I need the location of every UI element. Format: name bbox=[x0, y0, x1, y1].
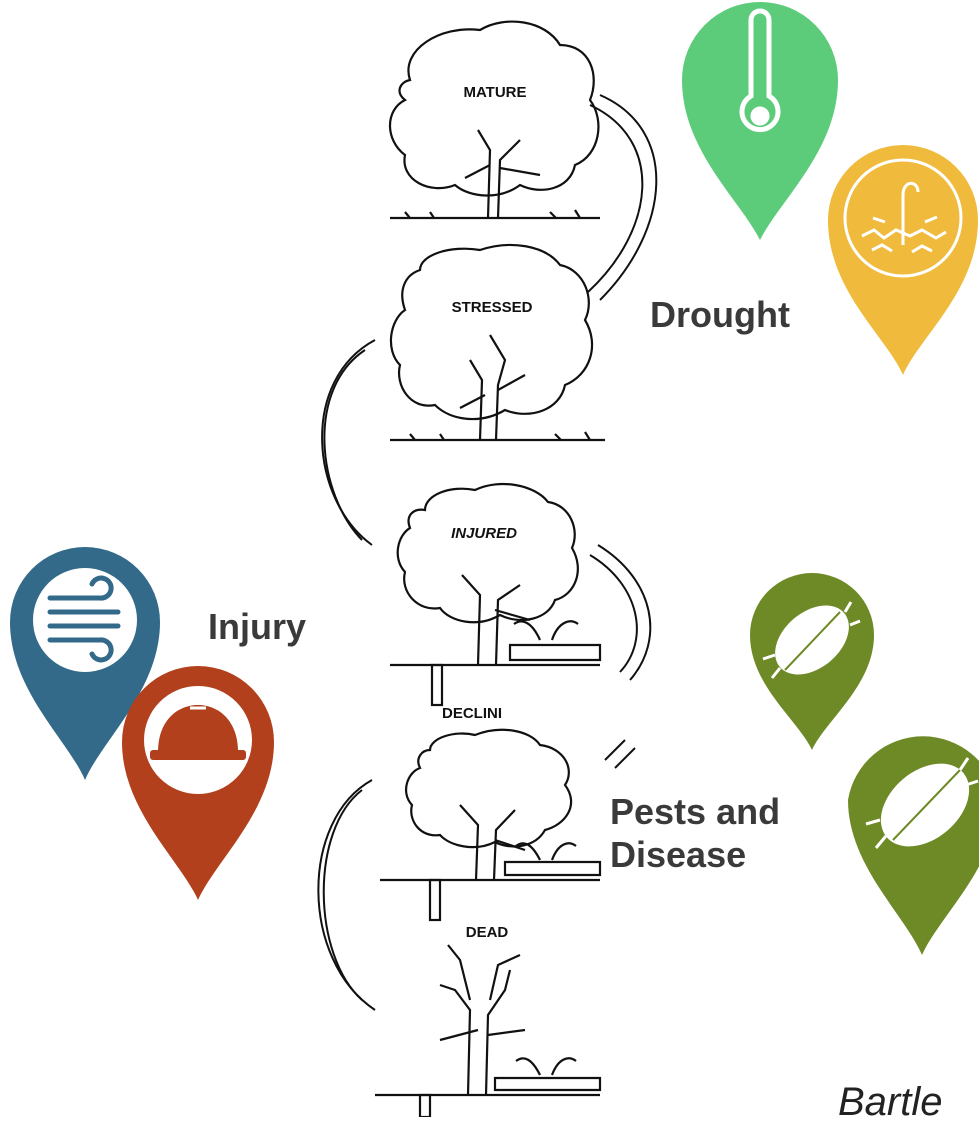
tree-decline-canopy bbox=[404, 728, 573, 849]
stage-label-decline: DECLINI bbox=[442, 705, 502, 722]
tree-dead-sprinkler bbox=[515, 1057, 577, 1076]
tree-stressed-trunk bbox=[459, 334, 526, 441]
tree-injured-ground bbox=[390, 643, 602, 667]
progression-arcs bbox=[317, 94, 658, 1011]
arc-decline-dead bbox=[317, 779, 376, 1011]
stage-label-injured: INJURED bbox=[451, 525, 517, 542]
tree-injured bbox=[390, 482, 602, 707]
tree-stressed-ground bbox=[390, 431, 605, 442]
tree-dead-stake bbox=[418, 1093, 432, 1117]
arc-injured-decline-inner bbox=[589, 554, 638, 673]
hard-hat-icon bbox=[150, 705, 246, 760]
hard-hat-marker bbox=[122, 666, 274, 900]
tree-decline bbox=[380, 728, 602, 922]
arc-decline-right bbox=[604, 739, 636, 769]
footer-text: Bartle bbox=[838, 1080, 943, 1124]
wilting-plant-icon bbox=[861, 181, 947, 254]
wind-marker bbox=[10, 547, 160, 780]
tree-dead-trunk bbox=[439, 944, 526, 1096]
arc-mature-stressed bbox=[599, 94, 658, 301]
arc-stressed-injured-inner bbox=[323, 349, 366, 541]
tree-dead-ground bbox=[375, 1076, 602, 1097]
arc-mature-stressed-inner bbox=[587, 104, 644, 293]
tree-mature-trunk bbox=[464, 129, 541, 219]
tree-stressed-canopy bbox=[389, 243, 594, 421]
drought-label: Drought bbox=[650, 294, 790, 335]
injury-label: Injury bbox=[208, 606, 307, 647]
beetle-icon bbox=[762, 601, 861, 679]
pests-label-line-1: Pests and bbox=[610, 791, 781, 832]
tree-decline-stake bbox=[428, 878, 442, 922]
tree-decline-sprinkler bbox=[515, 842, 577, 861]
stage-label-stressed: STRESSED bbox=[452, 299, 533, 316]
wind-icon bbox=[47, 575, 121, 663]
arc-decline-dead-inner bbox=[322, 789, 363, 1001]
thermometer-icon bbox=[739, 8, 781, 133]
tree-decline-ground bbox=[380, 860, 602, 882]
stage-label-mature: MATURE bbox=[463, 84, 526, 101]
arc-stressed-injured bbox=[321, 339, 376, 546]
beetle-marker-1 bbox=[750, 573, 874, 750]
beetle-marker-2 bbox=[848, 736, 979, 955]
arc-injured-decline bbox=[597, 544, 652, 681]
marker-inner-circle bbox=[33, 568, 137, 672]
tree-stressed bbox=[389, 243, 605, 442]
tree-dead bbox=[375, 944, 602, 1117]
tree-injured-canopy bbox=[396, 482, 579, 624]
beetle-icon bbox=[865, 757, 979, 849]
tree-injured-sprinkler bbox=[513, 620, 579, 641]
tree-injured-stake bbox=[430, 663, 444, 707]
tree-mature-canopy bbox=[389, 20, 600, 197]
tree-mature-ground bbox=[390, 209, 600, 220]
tree-mature bbox=[389, 20, 600, 220]
stage-label-dead: DEAD bbox=[466, 924, 509, 941]
tree-injured-trunk bbox=[461, 574, 531, 666]
pests-and-disease-label: Pests and Disease bbox=[610, 790, 780, 876]
tree-decline-trunk bbox=[459, 804, 526, 881]
wilting-plant-marker bbox=[828, 145, 978, 375]
thermometer-marker bbox=[682, 2, 838, 240]
pests-label-line-2: Disease bbox=[610, 834, 747, 876]
